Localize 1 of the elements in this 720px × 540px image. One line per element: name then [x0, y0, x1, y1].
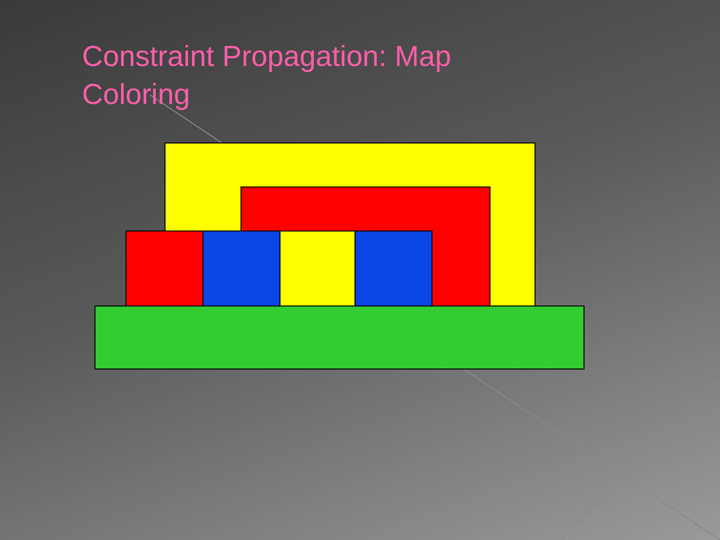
slide-title: Constraint Propagation: Map Coloring [82, 40, 452, 113]
